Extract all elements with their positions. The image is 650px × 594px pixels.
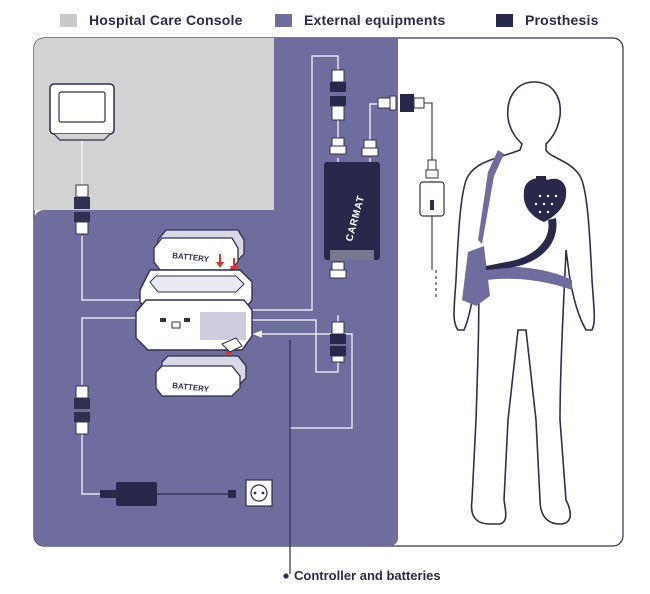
legend: Hospital Care Console External equipment… [0,0,650,36]
legend-swatch-equipment [275,13,292,27]
heart-prosthesis-icon [486,176,567,270]
legend-item-hospital-care-console: Hospital Care Console [60,12,243,28]
legend-swatch-console [60,13,77,27]
caption-leader [252,330,291,579]
controller-unit [135,269,253,353]
power-adapter-icon [100,482,157,506]
battery-bottom: BATTERY [155,355,247,397]
legend-swatch-prosthesis [496,13,513,27]
legend-item-external-equipments: External equipments [275,12,446,28]
adapter-connector-icon [74,385,90,435]
legend-label-equipment: External equipments [304,12,446,28]
wall-socket-icon [228,479,273,507]
battery-bottom-label: BATTERY [172,381,210,394]
carmat-controller-box: CARMAT [324,162,380,260]
wires [81,55,378,495]
console-zone [34,38,274,210]
console-connector-icon [74,184,90,235]
lower-cable-connector-icon [329,261,347,363]
carry-bag [462,150,572,306]
external-driveline [424,102,437,300]
battery-top-label: BATTERY [172,251,210,264]
legend-item-prosthesis: Prosthesis [496,12,599,28]
monitor-icon [49,83,115,141]
legend-label-prosthesis: Prosthesis [525,12,599,28]
legend-label-console: Hospital Care Console [89,12,243,28]
driveline-inline-connector-icon [419,159,445,217]
battery-top: BATTERY [153,229,245,271]
caption-controller-and-batteries: Controller and batteries [294,568,441,583]
upper-cable-connector-icon [329,69,379,157]
